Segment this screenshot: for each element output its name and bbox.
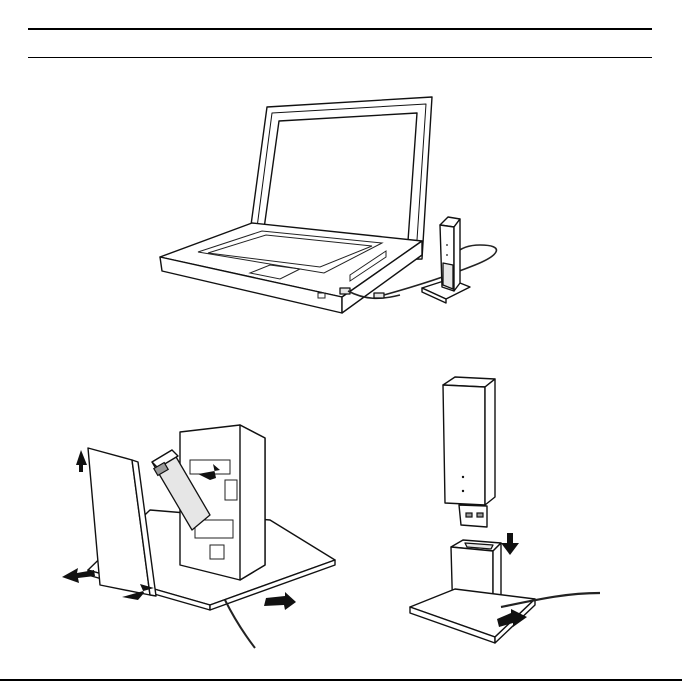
header-rule-bottom (28, 57, 652, 58)
laptop-usb-adapter-illustration (150, 95, 530, 320)
cradle-disassembly-illustration (60, 420, 345, 655)
header-rule-top (28, 28, 652, 30)
adapter-into-cradle-illustration (405, 375, 605, 647)
footer-rule (0, 679, 682, 681)
